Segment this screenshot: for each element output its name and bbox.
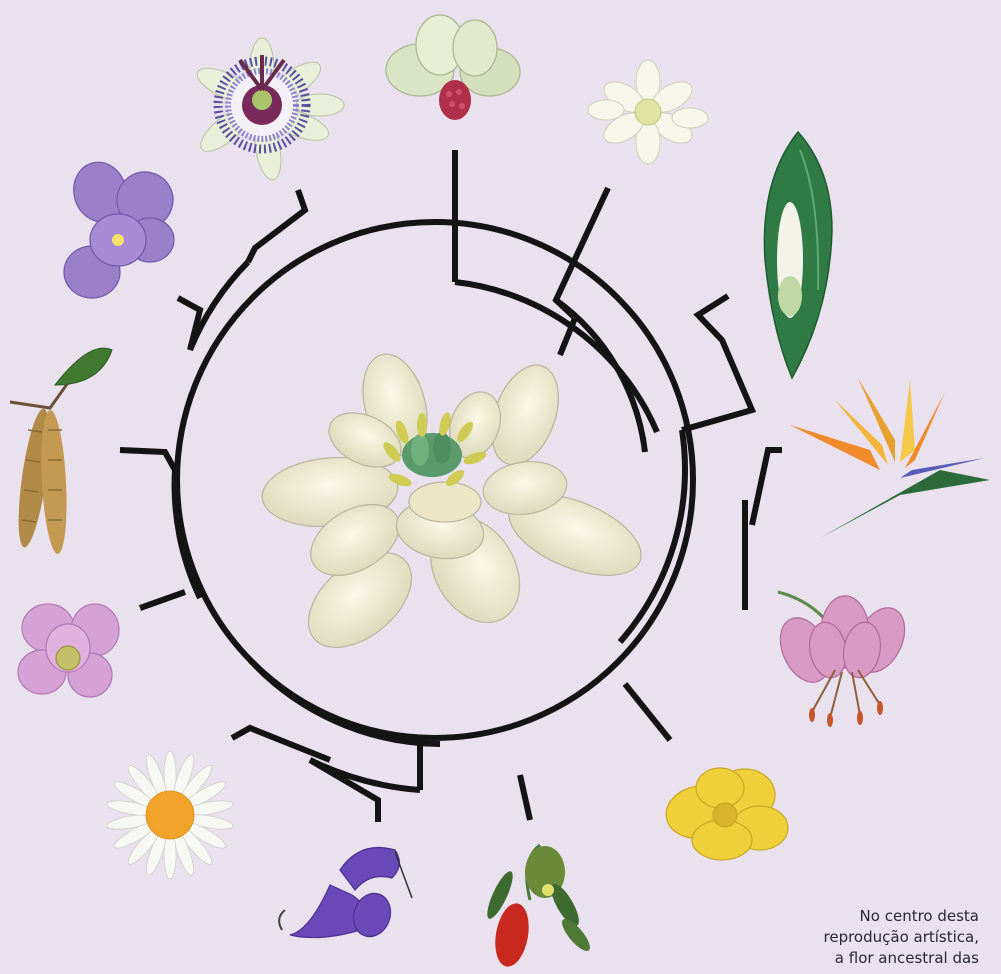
ancestral-flower-icon (259, 347, 652, 666)
branch-violet (178, 298, 200, 350)
caption-line-3: a flor ancestral das (719, 948, 979, 969)
calla-spathe-icon (764, 132, 832, 378)
caption-line-2: reprodução artística, (719, 927, 979, 948)
branch-calla (682, 296, 752, 430)
branch-orchid (520, 775, 530, 820)
caption-line-1: No centro desta (719, 906, 979, 927)
pink-lily-icon (771, 592, 915, 727)
magnolia-flower-icon (386, 15, 520, 120)
buttercup-icon (662, 768, 788, 860)
red-orchid-icon (483, 845, 595, 969)
passion-flower-icon (193, 38, 344, 182)
violet-pansy-icon (64, 156, 181, 298)
bird-of-paradise-icon (790, 378, 990, 538)
branch-passion (248, 190, 305, 262)
branch-salvia-tip (310, 760, 378, 822)
white-star-flower-icon (588, 60, 708, 164)
branch-buttercup (625, 684, 670, 740)
branch-bird-of-paradise (752, 450, 782, 525)
birch-catkin-icon (10, 348, 112, 554)
figure-caption: No centro desta reprodução artística, a … (719, 906, 979, 969)
branch-catkin (120, 450, 175, 470)
purple-salvia-icon (279, 848, 412, 942)
pink-geranium-icon (18, 604, 119, 697)
branch-daisy (232, 728, 330, 760)
branch-geranium (140, 592, 185, 608)
tree-ring-arc (310, 760, 420, 790)
tree-ring-arc (250, 660, 440, 744)
daisy-icon (106, 751, 234, 879)
